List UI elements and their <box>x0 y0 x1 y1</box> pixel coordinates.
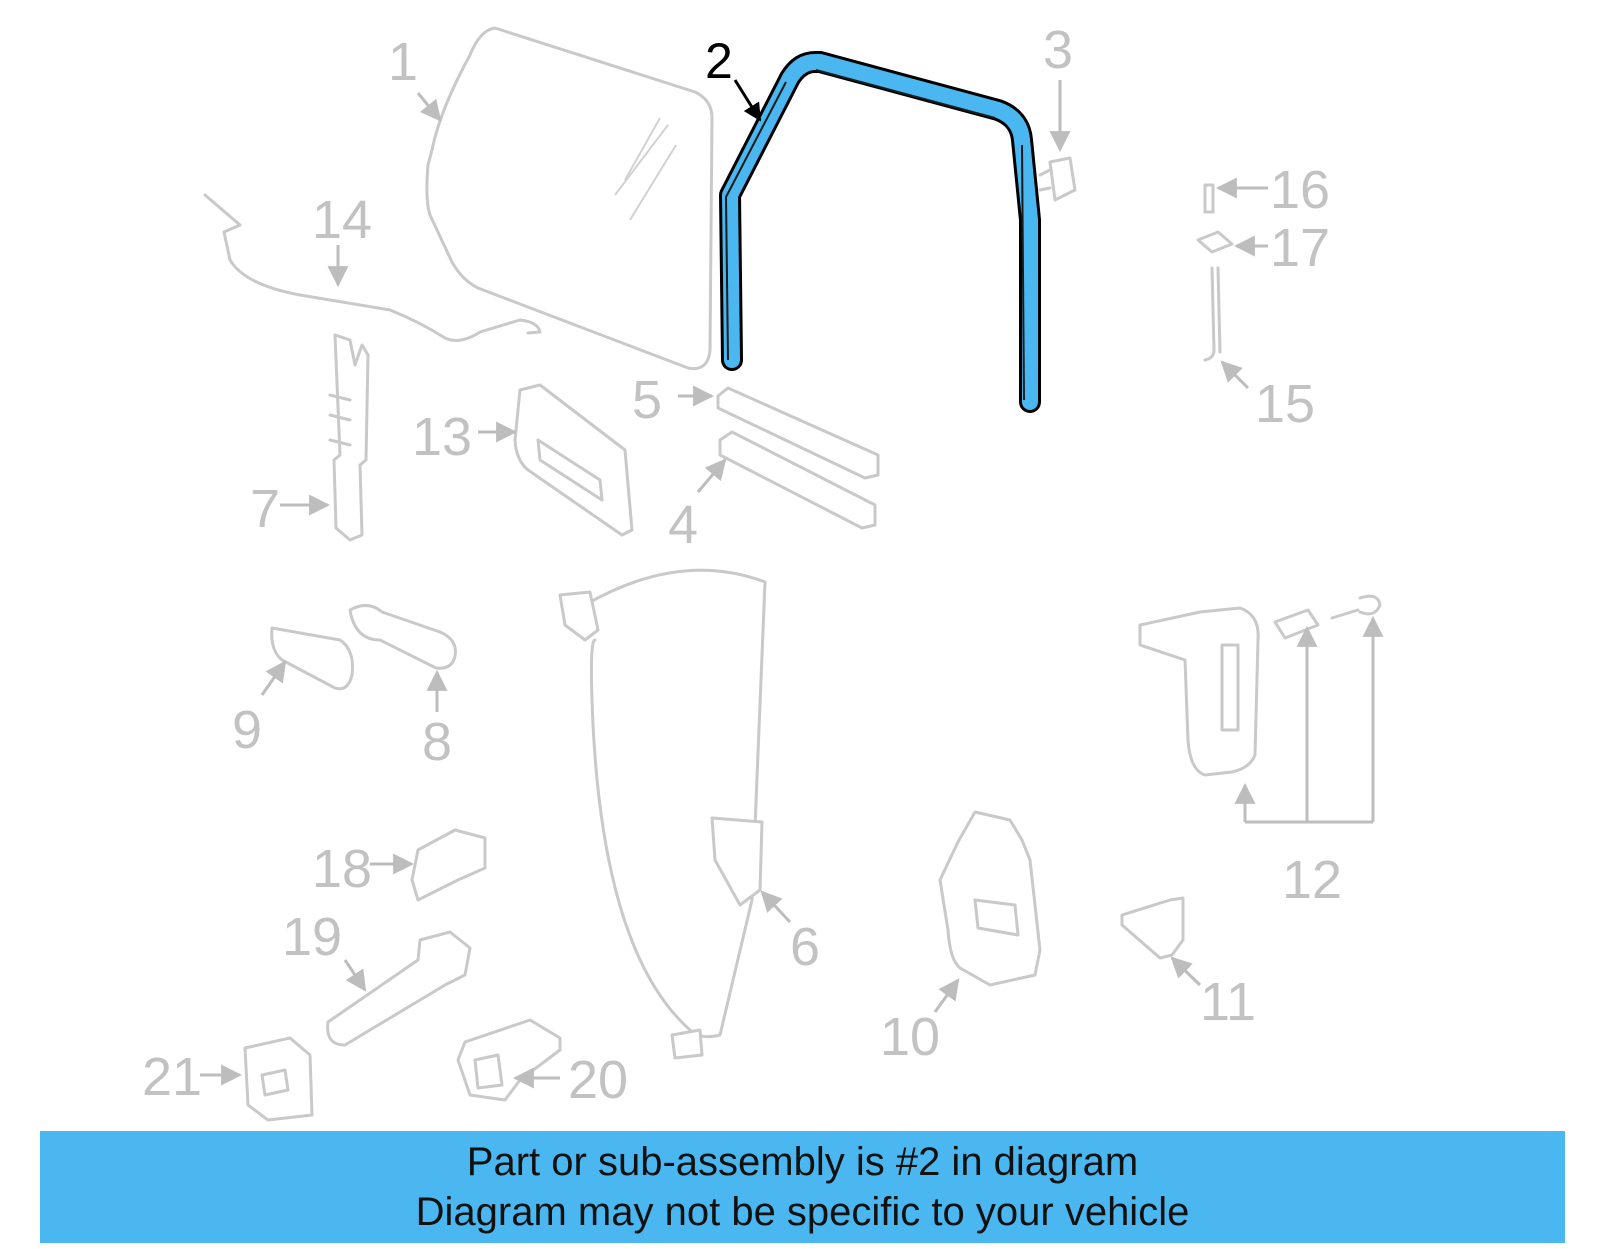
part-20-wedge: 20 <box>456 1018 628 1110</box>
banner-line-part: Part or sub-assembly is #2 in diagram <box>466 1140 1139 1184</box>
callout-1: 1 <box>388 32 418 92</box>
callout-15: 15 <box>1255 374 1315 434</box>
callout-12: 12 <box>1282 850 1342 910</box>
part-11-striker-bracket: 11 <box>1120 896 1256 1032</box>
callout-13: 13 <box>412 407 472 467</box>
callout-14: 14 <box>312 190 372 250</box>
callout-10: 10 <box>880 1007 940 1067</box>
part-6-window-regulator: 6 <box>558 568 820 1060</box>
callout-9: 9 <box>232 700 262 760</box>
callout-7: 7 <box>250 479 280 539</box>
callout-2: 2 <box>705 33 733 89</box>
part-17-grommet: 17 <box>1196 218 1330 278</box>
info-banner: Part or sub-assembly is #2 in diagram Di… <box>40 1131 1565 1243</box>
part-1-door-glass: 1 <box>388 26 714 371</box>
callout-5: 5 <box>632 370 662 430</box>
part-5-belt-strip: 5 <box>632 370 880 480</box>
callout-18: 18 <box>312 839 372 899</box>
part-21-bumper: 21 <box>142 1036 314 1122</box>
part-10-latch: 10 <box>880 810 1042 1067</box>
part-13-bezel: 13 <box>412 383 634 537</box>
callout-4: 4 <box>668 495 698 555</box>
callout-11: 11 <box>1200 972 1256 1032</box>
part-9-handle-cover: 9 <box>232 626 354 760</box>
callout-6: 6 <box>790 917 820 977</box>
banner-line-disclaimer: Diagram may not be specific to your vehi… <box>415 1190 1190 1234</box>
part-12-outside-handle-lock: 12 <box>1138 594 1384 910</box>
part-2-run-channel: 2 <box>705 33 1041 413</box>
part-7-hinge: 7 <box>250 333 370 542</box>
callout-8: 8 <box>422 712 452 772</box>
part-3-clip: 3 <box>1038 20 1077 202</box>
part-4-belt-strip: 4 <box>668 430 877 555</box>
callout-21: 21 <box>142 1047 202 1107</box>
part-19-door-check: 19 <box>282 907 472 1047</box>
callout-16: 16 <box>1270 160 1330 220</box>
part-14-rod: 14 <box>203 190 542 342</box>
callout-19: 19 <box>282 907 342 967</box>
part-18-hinge-half: 18 <box>312 828 487 902</box>
callout-17: 17 <box>1270 218 1330 278</box>
part-16-pin: 16 <box>1203 160 1330 220</box>
part-15-link-rod: 15 <box>1203 266 1315 434</box>
callout-20: 20 <box>568 1050 628 1110</box>
part-8-inside-handle: 8 <box>348 604 457 772</box>
callout-3: 3 <box>1043 20 1073 80</box>
